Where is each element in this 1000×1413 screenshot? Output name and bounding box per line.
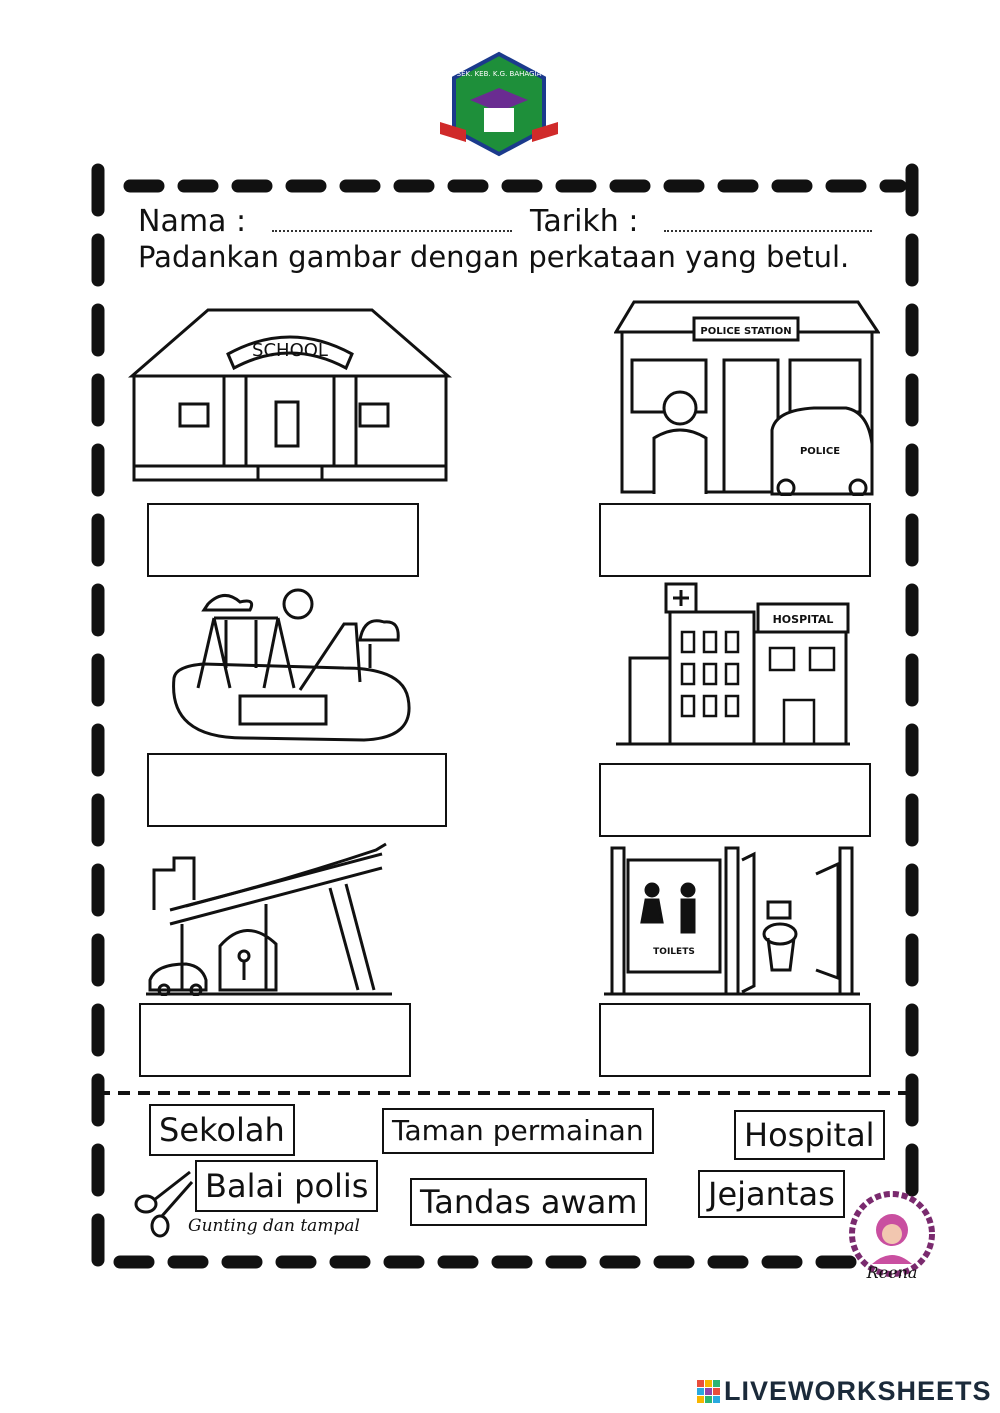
svg-text:SCHOOL: SCHOOL xyxy=(252,340,328,361)
police-station-image: POLICE STATION POLICE xyxy=(614,300,880,496)
author-signature-badge: Reena xyxy=(849,1191,935,1282)
answer-box-4[interactable] xyxy=(599,763,871,837)
scissors-icon xyxy=(134,1170,194,1238)
answer-box-2[interactable] xyxy=(599,503,871,577)
answer-box-1[interactable] xyxy=(147,503,419,577)
svg-text:POLICE: POLICE xyxy=(800,446,840,457)
svg-text:POLICE STATION: POLICE STATION xyxy=(700,326,791,337)
answer-box-6[interactable] xyxy=(599,1003,871,1077)
name-answer-line xyxy=(272,230,512,232)
playground-image xyxy=(172,588,411,742)
word-card-jejantas[interactable]: Jejantas xyxy=(698,1170,845,1218)
date-answer-line xyxy=(664,230,872,232)
hospital-image: HOSPITAL xyxy=(616,582,850,746)
svg-text:Reena: Reena xyxy=(866,1263,918,1282)
overhead-bridge-image xyxy=(146,842,392,996)
word-card-hospital[interactable]: Hospital xyxy=(734,1110,885,1160)
svg-text:TOILETS: TOILETS xyxy=(653,947,695,957)
school-building-image: SCHOOL xyxy=(128,308,452,482)
cut-and-paste-note: Gunting dan tampal xyxy=(188,1216,360,1236)
word-card-taman-permainan[interactable]: Taman permainan xyxy=(382,1108,654,1154)
liveworksheets-brand[interactable]: LIVEWORKSHEETS xyxy=(724,1376,992,1406)
svg-text:SEK. KEB. K.G. BAHAGIA: SEK. KEB. K.G. BAHAGIA xyxy=(457,70,542,78)
svg-text:HOSPITAL: HOSPITAL xyxy=(773,613,834,626)
school-logo: SEK. KEB. K.G. BAHAGIA xyxy=(440,51,558,157)
liveworksheets-logo-icon xyxy=(697,1380,720,1403)
word-card-sekolah[interactable]: Sekolah xyxy=(149,1104,295,1156)
word-card-tandas-awam[interactable]: Tandas awam xyxy=(410,1178,648,1226)
public-toilet-image: TOILETS xyxy=(604,846,860,996)
answer-box-3[interactable] xyxy=(147,753,447,827)
answer-box-5[interactable] xyxy=(139,1003,411,1077)
word-card-balai-polis[interactable]: Balai polis xyxy=(195,1160,379,1212)
instruction-text: Padankan gambar dengan perkataan yang be… xyxy=(138,240,850,274)
name-label: Nama : xyxy=(138,204,247,239)
date-label: Tarikh : xyxy=(530,204,639,239)
